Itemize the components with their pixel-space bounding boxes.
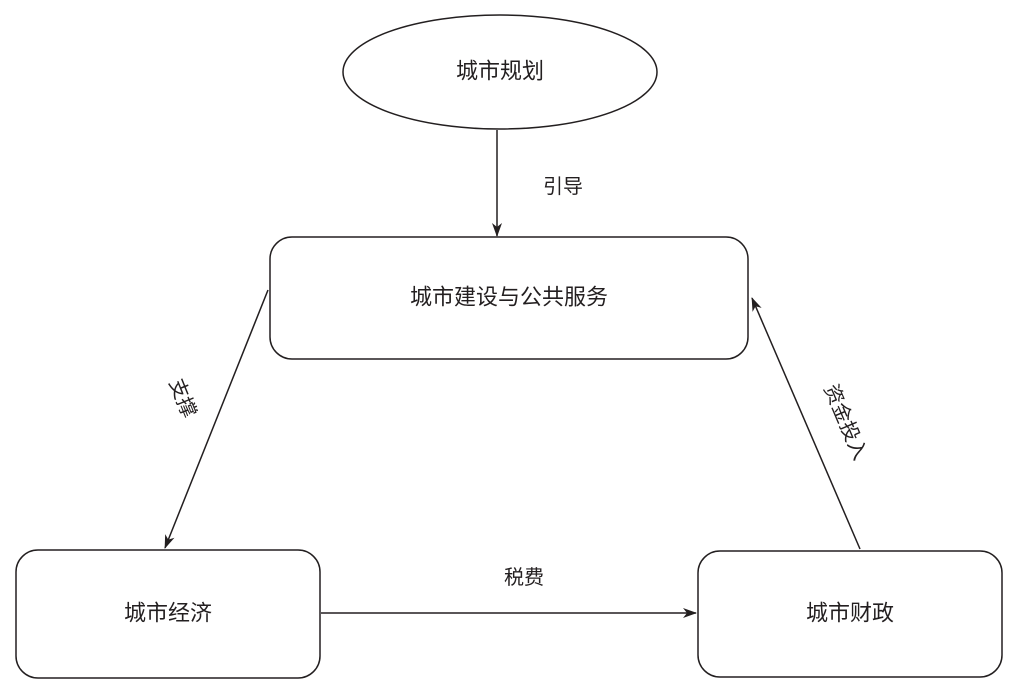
edge-guide: 引导	[492, 130, 583, 237]
city-finance-box	[697, 550, 1003, 678]
city-construction-label: 城市建设与公共服务	[410, 286, 608, 311]
city-construction-box	[269, 236, 749, 360]
node-city-finance: 城市财政	[697, 550, 1003, 678]
node-city-construction: 城市建设与公共服务	[269, 236, 749, 360]
edge-tax: 税费	[321, 565, 697, 618]
tax-label: 税费	[504, 565, 544, 589]
investment-arrow	[751, 297, 861, 550]
city-planning-ellipse	[342, 14, 658, 130]
support-arrow	[164, 289, 269, 549]
guide-label: 引导	[543, 174, 583, 198]
investment-label: 资金投入	[819, 380, 872, 463]
city-finance-label: 城市财政	[806, 602, 894, 627]
edge-investment: 资金投入	[751, 297, 873, 550]
city-economy-label: 城市经济	[124, 602, 212, 627]
city-planning-label: 城市规划	[456, 60, 544, 85]
node-city-planning: 城市规划	[342, 14, 658, 130]
support-label: 支撑	[164, 375, 201, 421]
edge-support: 支撑	[164, 289, 269, 549]
node-city-economy: 城市经济	[15, 549, 321, 679]
city-economy-box	[15, 549, 321, 679]
